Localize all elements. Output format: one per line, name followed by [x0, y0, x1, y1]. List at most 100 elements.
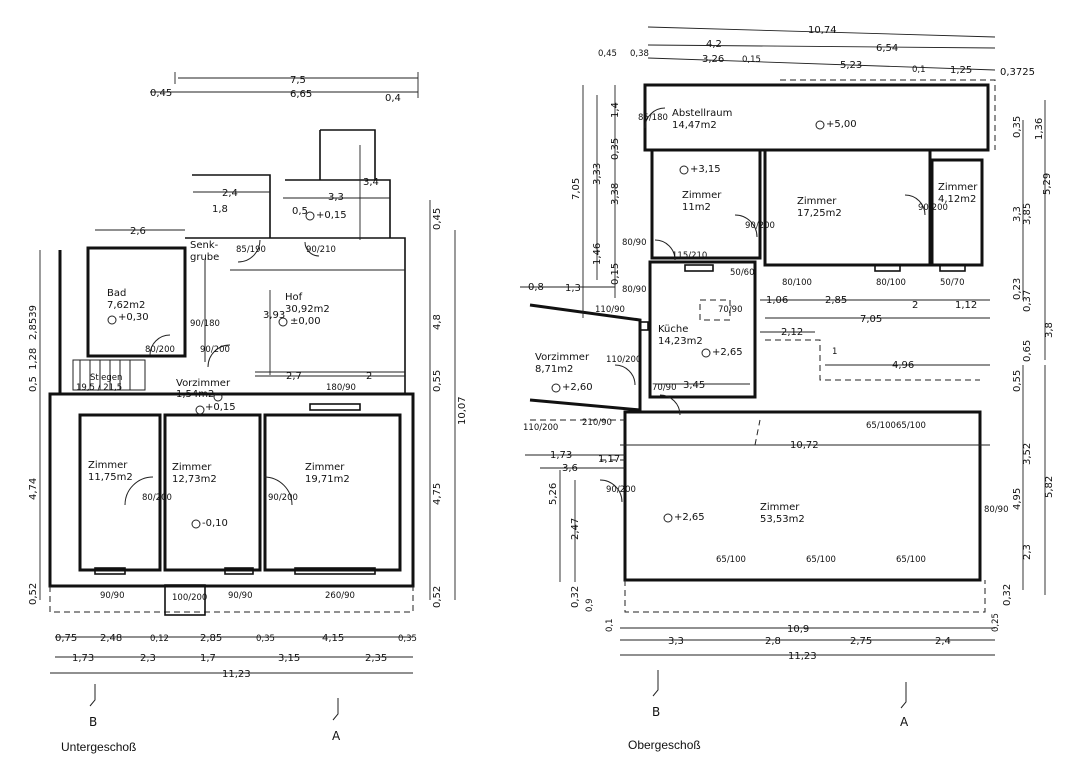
dim-label: 11,23: [788, 651, 817, 662]
dim-label: 3,26: [702, 54, 724, 65]
room-zimmer-2: [163, 413, 262, 572]
room-area: 11,75m2: [88, 472, 133, 483]
door-label: 50/60: [730, 268, 755, 278]
door-label: 80/100: [782, 278, 812, 288]
room-name: Küche: [658, 324, 688, 335]
level-marker: [195, 405, 205, 415]
level-label: +0,15: [316, 210, 347, 221]
door-swing: [149, 334, 171, 356]
door-swing: [207, 344, 231, 368]
window: [294, 567, 376, 575]
annex-left: [192, 174, 271, 238]
dim-label: 2,12: [781, 327, 803, 338]
dim-label: 0,35: [1012, 116, 1023, 138]
door-label: 100/200: [172, 593, 207, 603]
dim-label: 2,85: [825, 295, 847, 306]
dim-label: 3,6: [562, 463, 578, 474]
stair-treads: [79, 360, 131, 390]
lower-floor-labels: Bad 7,62m2 Hof 30,92m2 Senk- grube Stieg…: [28, 75, 468, 680]
room-area: grube: [190, 252, 219, 263]
room-zimmer-3: [263, 413, 402, 572]
room-area: 19,71m2: [305, 474, 350, 485]
door-label: 110/200: [606, 355, 641, 365]
dim-label: 0,1: [605, 618, 615, 632]
door-label: 80/90: [622, 238, 647, 248]
dim-label: 2: [912, 300, 918, 311]
door-swing: [263, 476, 293, 506]
section-b-label: B: [652, 705, 660, 719]
bath-walls: [86, 246, 187, 358]
dim-label: 3,3: [328, 192, 344, 203]
dim-label: 1,25: [950, 65, 972, 76]
dim-label: 0,9: [585, 598, 595, 612]
dim-label: 3,38: [610, 183, 621, 205]
dim-label: 2,3: [1022, 544, 1033, 560]
door-label: 90/200: [268, 493, 298, 503]
dim-label: 2,48: [100, 633, 122, 644]
lower-outer-wall: [48, 392, 415, 588]
stairs: [72, 359, 146, 391]
door-label: 90/180: [190, 319, 220, 329]
door-label: 65/100: [806, 555, 836, 565]
dim-label: 4,74: [28, 478, 39, 500]
dim-label: 0,15: [610, 263, 621, 285]
dim-top: [150, 72, 419, 98]
dim-label: 6,65: [290, 89, 312, 100]
dim-label: 1,12: [955, 300, 977, 311]
room-name: Hof: [285, 292, 303, 303]
door-label: 80/200: [145, 345, 175, 355]
dim-label: 3,3: [1012, 206, 1023, 222]
dim-label: 1,17: [598, 454, 620, 465]
section-markers: B A B A: [89, 670, 909, 743]
section-b-label: B: [89, 715, 97, 729]
window: [94, 567, 126, 575]
dim-label: 0,52: [28, 583, 39, 605]
dim-left: [559, 85, 616, 582]
door-label: 260/90: [325, 591, 355, 601]
upper-floor-labels: Abstellraum 14,47m2 Zimmer 11m2 Zimmer 1…: [523, 25, 1055, 662]
dim-inner: [520, 286, 990, 469]
door-label: 85/180: [638, 113, 668, 123]
level-label: +2,60: [562, 382, 593, 393]
level-marker: [213, 392, 223, 402]
room-area: 17,25m2: [797, 208, 842, 219]
room-area: 4,12m2: [938, 194, 976, 205]
room-area: 8,71m2: [535, 364, 573, 375]
dim-label: 7,05: [860, 314, 882, 325]
dim-label: 2,8: [765, 636, 781, 647]
door-label: 65/100: [866, 421, 896, 431]
dim-label: 7,05: [571, 178, 582, 200]
door-label: 115/210: [672, 251, 707, 261]
dim-bottom: [50, 636, 413, 674]
door-swing: [237, 239, 261, 263]
dim-label: 10,72: [790, 440, 819, 451]
upper-foundation: [624, 580, 986, 613]
dim-label: 3,3: [668, 636, 684, 647]
room-name: Zimmer: [938, 182, 978, 193]
dim-label: 4,96: [892, 360, 914, 371]
upper-floor-plan: [520, 26, 1046, 656]
level-marker: [663, 513, 673, 523]
dim-label: 0,45: [432, 208, 443, 230]
section-a-arrow: [332, 698, 339, 721]
door-swing: [304, 241, 320, 257]
room-name: Zimmer: [305, 462, 345, 473]
dim-label: 0,32: [1002, 584, 1013, 606]
dim-label: 3,45: [683, 380, 705, 391]
dim-label: 3,15: [278, 653, 300, 664]
door-swing: [904, 194, 926, 216]
door-label: 180/90: [326, 383, 356, 393]
room-area: 11m2: [682, 202, 711, 213]
room-name: Bad: [107, 288, 126, 299]
level-label: +3,15: [690, 164, 721, 175]
window: [939, 264, 966, 272]
dim-label: 1,36: [1034, 118, 1045, 140]
door-label: 80/90: [984, 505, 1009, 515]
dim-label: 0,45: [598, 49, 617, 59]
door-label: 90/210: [306, 245, 336, 255]
dim-label: 0,5: [292, 206, 308, 217]
dim-right: [1022, 100, 1046, 595]
level-marker: [679, 165, 689, 175]
door-label: 50/70: [940, 278, 965, 288]
window: [684, 264, 714, 272]
